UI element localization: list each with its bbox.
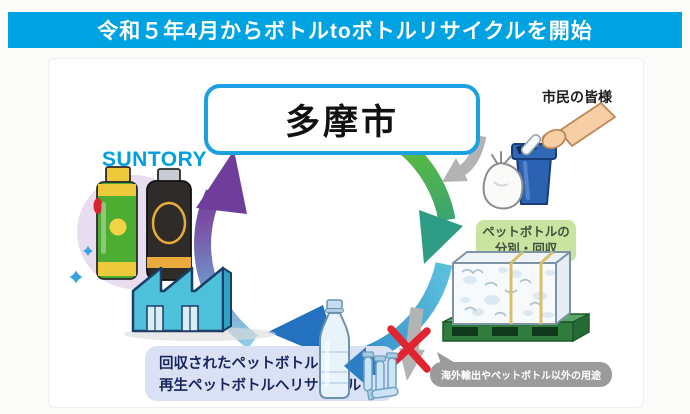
citizens-label: 市民の皆様 <box>542 89 612 105</box>
recycle-line1: 回収されたペットボトルが <box>159 356 333 372</box>
banner-title: 令和５年4月からボトルtoボトルリサイクルを開始 <box>97 20 593 43</box>
collection-line1: ペットボトルの <box>482 225 570 239</box>
recycle-line2: 再生ペットボトルへリサイクル <box>159 377 362 394</box>
recycle-label: 回収されたペットボトルが 再生ペットボトルへリサイクル <box>145 346 395 401</box>
export-bubble: 海外輸出やペットボトル以外の用途 <box>430 362 612 387</box>
suntory-logo: SUNTORY <box>102 148 208 171</box>
collection-label: ペットボトルの 分別・回収 <box>476 220 576 262</box>
title-banner: 令和５年4月からボトルtoボトルリサイクルを開始 <box>8 12 682 48</box>
tama-city-box: 多摩市 <box>204 84 480 155</box>
collection-line2: 分別・回収 <box>494 241 558 256</box>
city-name: 多摩市 <box>284 103 399 142</box>
